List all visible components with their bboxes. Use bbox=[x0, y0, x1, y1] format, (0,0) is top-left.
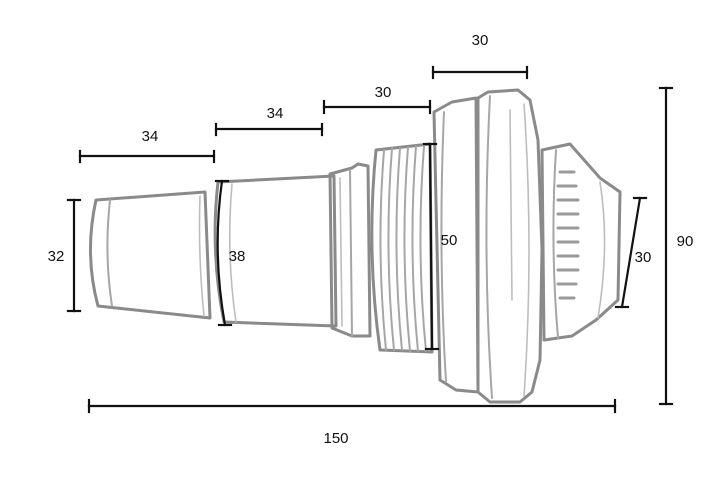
label-mid-thread-width: 30 bbox=[375, 84, 392, 101]
label-top-flange-width: 30 bbox=[472, 32, 489, 49]
fitting-illustration bbox=[88, 88, 622, 404]
label-second-diameter: 38 bbox=[229, 248, 246, 265]
dim-top-flange-width bbox=[431, 65, 529, 80]
dim-thread-diameter bbox=[422, 142, 440, 351]
dimension-labels: 30 30 34 34 32 38 50 30 90 150 bbox=[48, 32, 694, 447]
label-nozzle-diameter: 30 bbox=[635, 249, 652, 266]
nozzle-slots bbox=[556, 170, 580, 300]
dim-nozzle-diameter bbox=[614, 196, 648, 309]
dimension-lines bbox=[66, 65, 674, 414]
label-second-step-width: 34 bbox=[267, 105, 284, 122]
dim-second-diameter bbox=[214, 179, 233, 327]
dim-mid-thread-width bbox=[322, 99, 432, 115]
label-overall-length: 150 bbox=[323, 430, 348, 447]
label-first-step-width: 34 bbox=[142, 128, 159, 145]
dim-overall-height bbox=[658, 86, 674, 406]
label-overall-height: 90 bbox=[677, 233, 694, 250]
dim-tip-diameter bbox=[66, 198, 82, 313]
dim-overall-length bbox=[87, 398, 617, 414]
label-tip-diameter: 32 bbox=[48, 248, 65, 265]
label-thread-diameter: 50 bbox=[441, 232, 458, 249]
thread-ridges bbox=[379, 145, 427, 352]
dim-first-step-width bbox=[78, 149, 216, 164]
dim-second-step-width bbox=[214, 122, 324, 137]
